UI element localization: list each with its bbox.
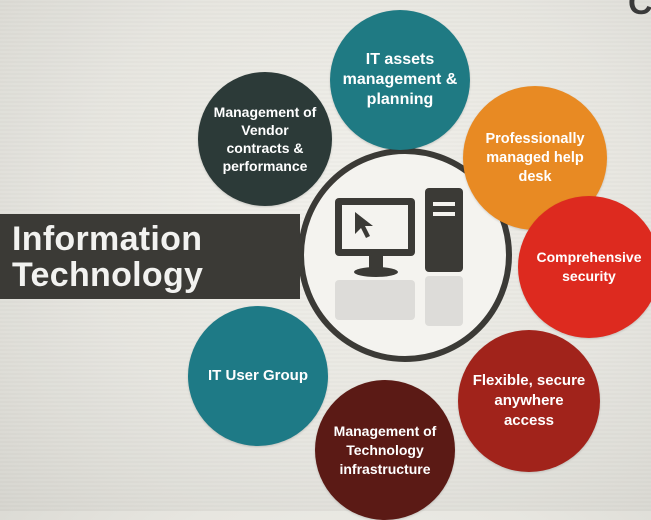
service-label: Flexible, secure anywhere access xyxy=(472,372,586,429)
corner-glyph: C xyxy=(628,0,651,22)
service-label: Management of Technology infrastructure xyxy=(333,422,437,477)
service-label: Professionally managed help desk xyxy=(485,130,585,185)
service-circle-remote-access: Flexible, secure anywhere access xyxy=(458,330,600,472)
service-circle-it-assets: IT assets management & planning xyxy=(330,10,470,150)
service-label: IT User Group xyxy=(207,367,308,384)
service-circle-help-desk: Professionally managed help desk xyxy=(463,86,607,230)
service-label: Comprehensive security xyxy=(536,249,642,284)
service-circle-security: Comprehensive security xyxy=(518,196,651,338)
title-bar xyxy=(0,214,300,299)
service-circle-vendor-management: Management of Vendor contracts & perform… xyxy=(198,72,332,206)
page-title: Information Technology xyxy=(12,221,203,293)
service-label: Management of Vendor contracts & perform… xyxy=(213,104,317,174)
service-circle-infrastructure: Management of Technology infrastructure xyxy=(315,380,455,520)
service-circle-user-group: IT User Group xyxy=(188,306,328,446)
service-label: IT assets management & planning xyxy=(342,51,458,108)
desktop-computer-icon xyxy=(335,188,463,326)
title-line-1: Information xyxy=(12,220,203,258)
title-line-2: Technology xyxy=(12,256,204,294)
